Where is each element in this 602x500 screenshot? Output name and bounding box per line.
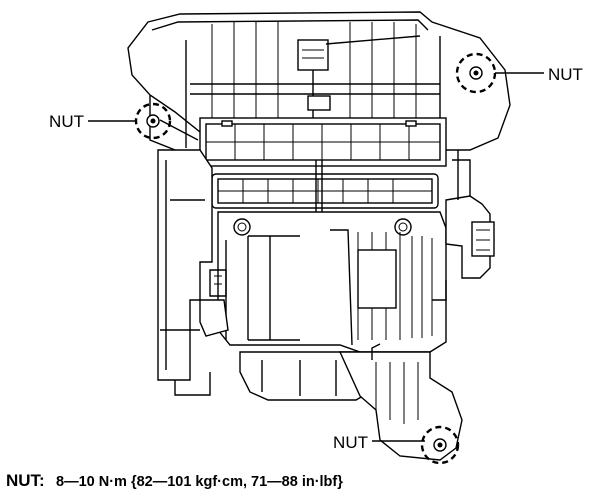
- air-filter-box: [199, 117, 447, 167]
- callout-nut-right: NUT: [455, 52, 583, 94]
- nut-right-label: NUT: [548, 65, 583, 84]
- nut-bottom-label: NUT: [333, 433, 368, 452]
- torque-spec: NUT: 8—10 N·m {82—101 kgf·cm, 71—88 in·l…: [6, 471, 343, 490]
- right-bracket: [432, 150, 495, 301]
- lower-grille: [211, 160, 439, 345]
- left-frame: [157, 149, 213, 396]
- upper-housing: [127, 11, 511, 175]
- blower-housing: [199, 211, 447, 353]
- lower-case: [239, 343, 463, 461]
- nut-highlight-ring: [420, 425, 460, 465]
- callout-nut-left: NUT: [49, 102, 172, 140]
- nut-left-label: NUT: [49, 112, 84, 131]
- spec-key: NUT:: [6, 471, 45, 490]
- spec-value: 8—10 N·m {82—101 kgf·cm, 71—88 in·lbf}: [56, 474, 343, 490]
- callout-nut-bottom: NUT: [333, 425, 460, 465]
